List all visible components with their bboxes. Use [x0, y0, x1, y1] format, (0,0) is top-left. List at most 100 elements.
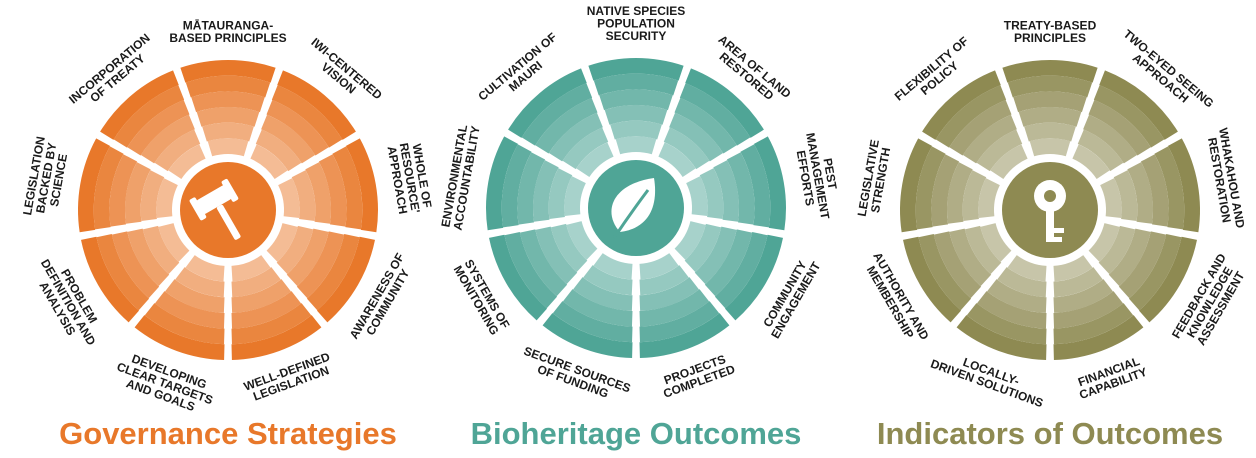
segment-2 [250, 70, 356, 180]
segment-1 [1002, 59, 1098, 157]
segment-ring [180, 59, 276, 83]
leaf-icon [611, 178, 656, 239]
segment-ring [1099, 70, 1178, 140]
segment-ring [93, 146, 124, 230]
segment-ring [976, 291, 1047, 329]
segment-ring [918, 234, 972, 311]
segment-ring [922, 70, 1001, 140]
segment-ring [113, 85, 185, 148]
segment-ring [987, 279, 1047, 313]
segment-ring [318, 154, 347, 227]
segment-ring [156, 178, 178, 219]
segment-ring [191, 91, 265, 113]
segment-ring [1140, 154, 1169, 227]
segment-ring [109, 154, 138, 227]
segment-ring [679, 83, 751, 146]
segment-ring [726, 152, 755, 225]
segment-ring [1072, 144, 1110, 180]
segment-ring [713, 160, 739, 222]
wheel-title-indicators: Indicators of Outcomes [876, 416, 1224, 451]
segment-ring [550, 223, 588, 273]
segment-ring [610, 120, 662, 140]
segment-9 [508, 68, 614, 178]
segment-ring [175, 267, 225, 298]
segment-label-line: NATIVE SPECIES [587, 4, 685, 18]
segment-ring [566, 221, 598, 260]
segment-ring [291, 170, 316, 221]
segment-ring [207, 138, 249, 157]
segment-ring [271, 85, 343, 148]
gavel-icon [189, 178, 241, 240]
segment-ring [144, 303, 225, 345]
segment-label: MĀTAURANGA-BASED PRINCIPLES [169, 19, 286, 46]
segment-ring [196, 107, 260, 127]
segment-ring [562, 127, 609, 170]
segment-ring [316, 236, 375, 323]
segment-7 [81, 223, 190, 323]
segment-1 [180, 59, 276, 157]
segment-ring [966, 303, 1047, 345]
segment-ring [980, 223, 1012, 262]
wheel-hub [180, 162, 276, 258]
segment-ring [964, 225, 1002, 275]
segment-ring [486, 136, 518, 231]
segment-ring [154, 291, 225, 329]
segment-ring [332, 146, 363, 230]
segment-ring [583, 265, 633, 296]
segment-ring [1083, 114, 1138, 164]
segment-ring [266, 99, 329, 156]
segment-ring [276, 225, 314, 275]
segment-ring [754, 136, 786, 231]
segment-ring [900, 138, 932, 233]
segment-label-line: PEST [820, 157, 839, 191]
segment-7 [489, 221, 598, 321]
segment-ring [684, 223, 722, 273]
segment-ring [1007, 75, 1093, 98]
segment-ring [231, 303, 312, 345]
segment-ring [1100, 178, 1122, 219]
segment-ring [81, 236, 140, 323]
segment-ring [1018, 107, 1082, 127]
segment-9 [100, 70, 206, 180]
segment-ring [231, 291, 302, 329]
wheel-title-bioheritage: Bioheritage Outcomes [470, 416, 802, 451]
segment-ring [1053, 303, 1134, 345]
segment-ring [548, 112, 603, 162]
segment-ring [552, 301, 633, 343]
segment-ring [962, 170, 987, 221]
segment-label-line: POPULATION [597, 17, 675, 31]
segment-ring [639, 313, 730, 358]
segment-ring [1053, 267, 1103, 298]
segment-ring [976, 129, 1023, 172]
segment-ring [1168, 138, 1200, 233]
segment-ring [517, 152, 546, 225]
segment-ring [96, 234, 150, 311]
segment-ring [489, 234, 548, 321]
segment-ring [261, 114, 316, 164]
segment-ring [639, 253, 679, 280]
segment-ring [931, 154, 960, 227]
segment-ring [714, 232, 768, 309]
segment-ring [593, 253, 633, 280]
segment-ring [639, 301, 720, 343]
segment-ring [1053, 291, 1124, 329]
segment-ring [1088, 99, 1151, 156]
segment-ring [658, 142, 696, 178]
segment-ring [255, 129, 302, 172]
segment-ring [949, 228, 992, 287]
segment-ring [1088, 223, 1120, 262]
segment-ring [1029, 138, 1071, 157]
segment-ring [305, 162, 331, 224]
segment-ring [1113, 170, 1138, 221]
segment-ring [699, 168, 724, 219]
segment-ring [306, 234, 360, 311]
segment-ring [1053, 279, 1113, 313]
segment-ring [185, 75, 271, 98]
segment-ring [548, 168, 573, 219]
